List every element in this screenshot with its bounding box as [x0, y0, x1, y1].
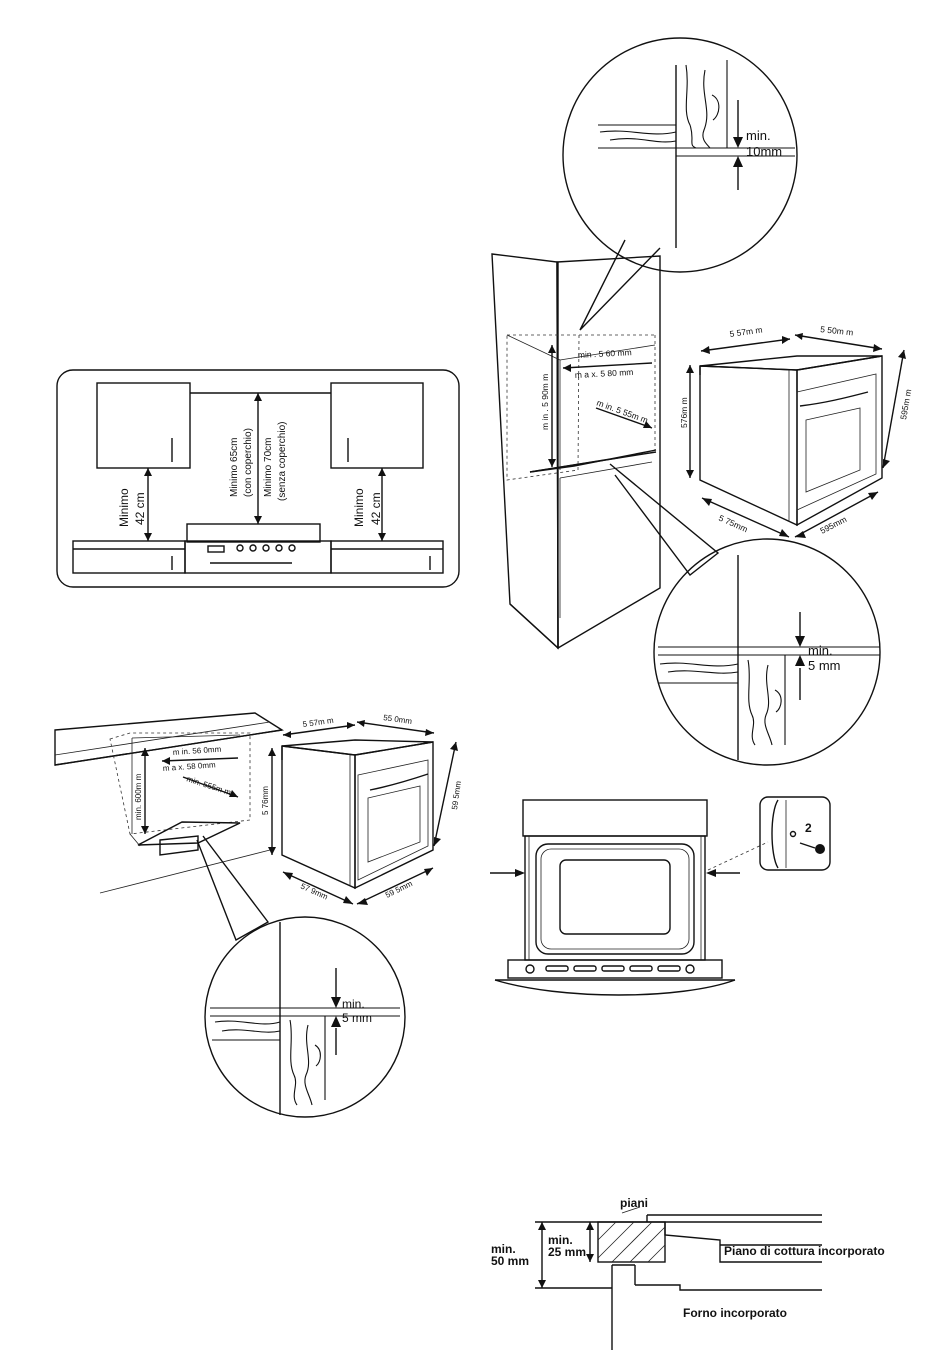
uc-cut-depth-min: min. 555m m	[185, 774, 232, 797]
worktop-left	[72, 540, 186, 574]
piani-label: piani	[620, 1196, 648, 1210]
oven-bot-w-top: 5 57m m	[302, 716, 334, 729]
hood-diagram-frame	[56, 369, 460, 588]
tall-cut-width-min: min . 5 60 mm	[578, 347, 632, 360]
screw-detail-inset	[759, 796, 831, 871]
oven-front-body	[524, 835, 706, 961]
tall-unit-diagram: min . 5 60 mm m a x. 5 80 mm m in . 5 90…	[491, 253, 661, 650]
oven-vent-slots	[525, 964, 695, 974]
uc-cut-width-min: m in. 56 0mm	[173, 745, 222, 757]
zoom-bottom-val: 5 mm	[342, 1011, 372, 1025]
cooktop-lid	[186, 523, 321, 543]
oven-bot-w-bottom: 59 5mm	[384, 879, 414, 900]
left-min-label-b: 42 cm	[133, 492, 147, 525]
cooker-body	[184, 540, 332, 574]
tall-cut-width-max: m a x. 5 80 mm	[575, 367, 634, 380]
hob-oven-cross-section: piani min. 25 mm min. 50 mm Piano di cot…	[491, 1196, 885, 1350]
oven-window	[559, 859, 671, 935]
oven-top-d-bottom: 5 75mm	[717, 513, 749, 535]
right-min-label-a: Minimo	[352, 488, 366, 527]
uc-cut-height-min: min. 600m m	[134, 773, 143, 820]
hob-label: Piano di cottura incorporato	[724, 1244, 885, 1258]
oven-bot-d-top: 55 0mm	[383, 713, 413, 726]
zoom-bubble-bottom: min. 5 mm	[196, 835, 406, 1118]
zoom-top-min: min.	[746, 128, 771, 143]
right-wall-cabinet	[330, 382, 424, 469]
tall-cut-height-min: m in . 5 90m m	[540, 374, 550, 430]
center-label-a: Minimo 65cm	[229, 438, 240, 497]
min25-label-a: min.	[548, 1233, 573, 1247]
undercounter-diagram: m in. 56 0mm m a x. 58 0mm min. 600m m m…	[54, 712, 284, 894]
oven-top-h-right: 595m m	[898, 388, 913, 420]
oven-dimensions-bottom: 5 57m m 55 0mm 5 76mm 59 5mm 57 9mm 59 5…	[261, 713, 463, 905]
worktop-right	[330, 540, 444, 574]
oven-dimensions-top: 5 57m m 5 50m m 576m m 595m m 5 75mm 595…	[679, 324, 913, 538]
hood-clearance-diagram: Minimo 42 cm Minimo 42 cm Minimo 65cm (c…	[56, 369, 460, 588]
hob-support-hatched	[597, 1221, 666, 1263]
hatching	[597, 1221, 666, 1263]
right-min-label-b: 42 cm	[369, 492, 383, 525]
center-label-b: (con coperchio)	[243, 428, 254, 497]
oven-top-w-top: 5 57m m	[729, 324, 763, 339]
oven-top-h-left: 576m m	[679, 397, 689, 428]
zoom-bottom-min: min.	[342, 997, 365, 1011]
cooker-knobs	[236, 544, 296, 552]
zoom-bubble-middle: min. 5 mm	[609, 463, 881, 766]
min50-label-b: 50 mm	[491, 1254, 529, 1268]
oven-fixing-diagram: 2	[490, 796, 831, 996]
oven-top-d-top: 5 50m m	[820, 324, 854, 337]
uc-cut-width-max: m a x. 58 0mm	[163, 760, 217, 773]
oven-bot-h-left: 5 76mm	[261, 786, 270, 815]
oven-bot-d-bottom: 57 9mm	[299, 882, 329, 902]
zoom-top-val: 10mm	[746, 144, 782, 159]
center-label-d: (senza coperchio)	[277, 422, 288, 501]
zoom-mid-min: min.	[808, 643, 833, 658]
zoom-mid-val: 5 mm	[808, 658, 841, 673]
oven-top-w-bottom: 595mm	[818, 514, 848, 536]
min25-label-b: 25 mm	[548, 1245, 586, 1259]
oven-bot-h-right: 59 5mm	[450, 780, 463, 810]
zoom-bubble-top: min. 10mm	[562, 37, 798, 331]
screw-number: 2	[805, 821, 812, 835]
min50-label-a: min.	[491, 1242, 516, 1256]
left-min-label-a: Minimo	[117, 488, 131, 527]
oven-front-top	[522, 799, 708, 837]
center-label-c: Minimo 70cm	[263, 438, 274, 497]
left-wall-cabinet	[96, 382, 191, 469]
oven-label: Forno incorporato	[683, 1306, 787, 1320]
